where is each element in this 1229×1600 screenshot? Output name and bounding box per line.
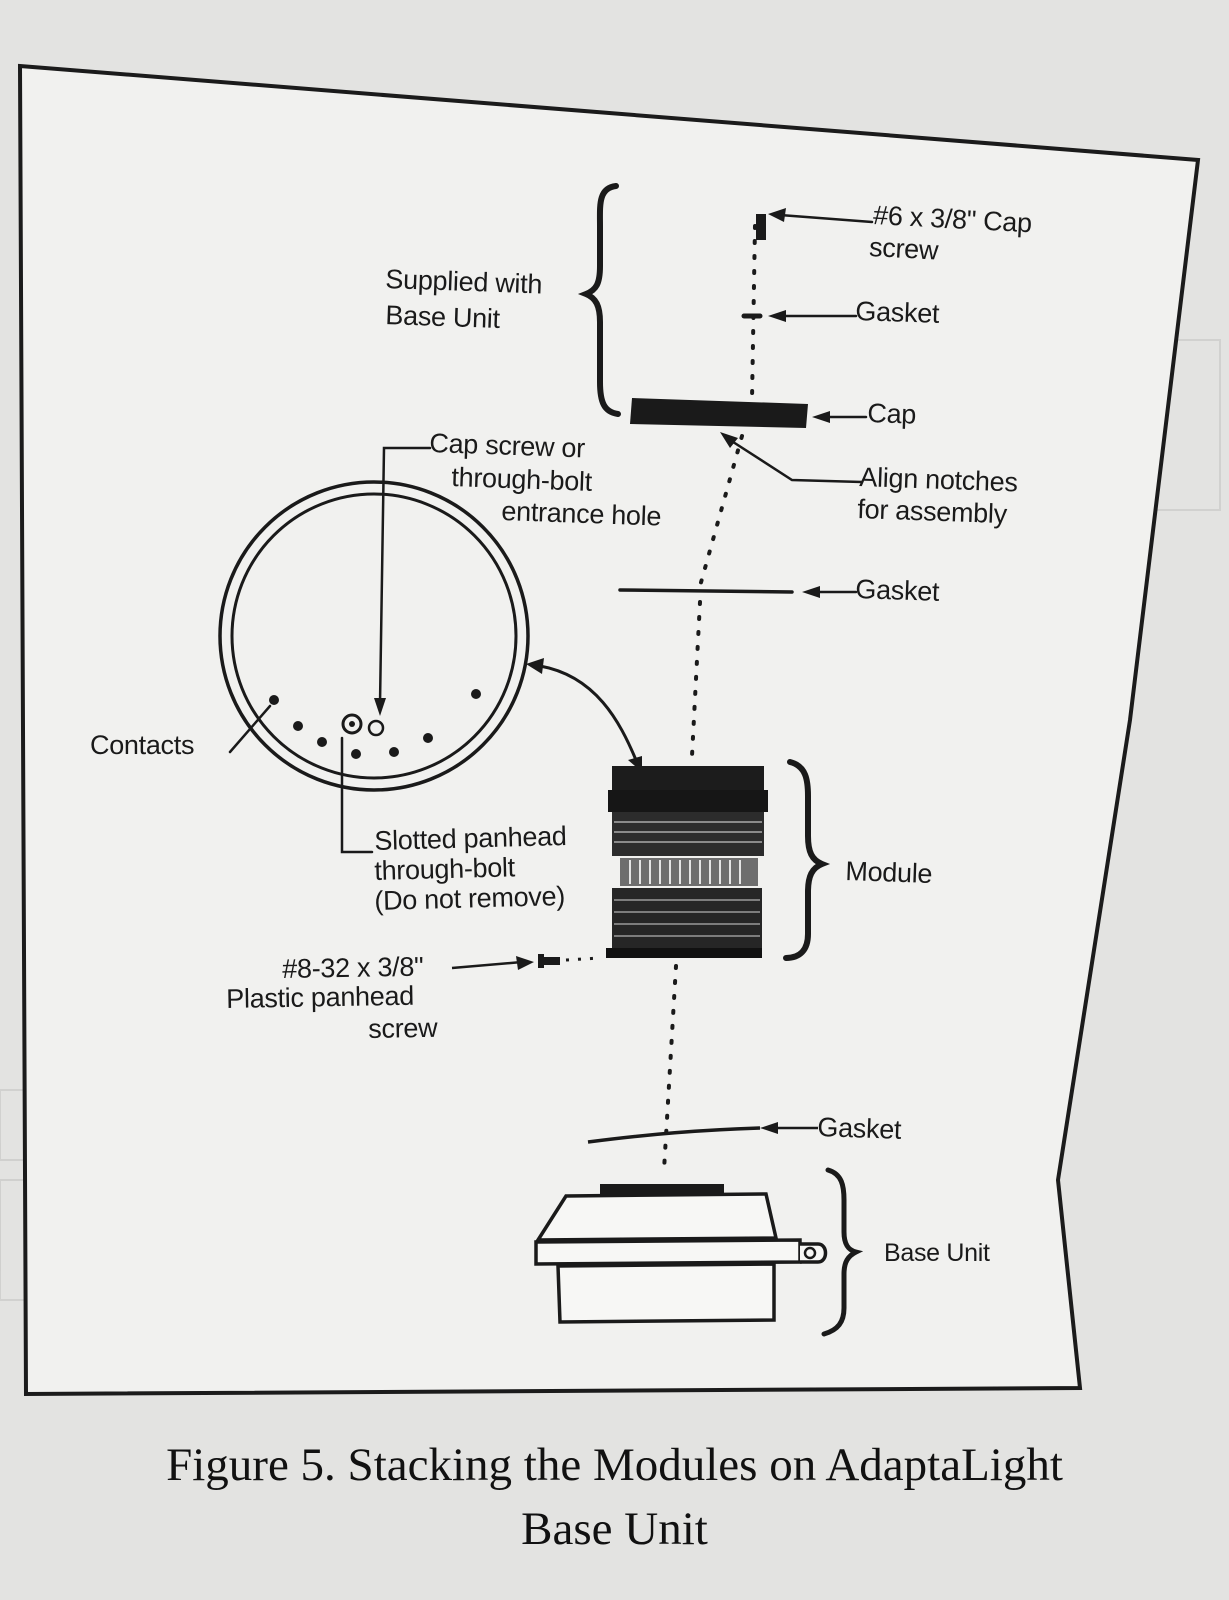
through-bolt-label-line1: Slotted panhead	[374, 820, 567, 856]
gasket-bottom-arrowhead	[760, 1122, 778, 1134]
cap-arrowhead	[812, 411, 830, 423]
diagram-panel-border	[17, 63, 1201, 1397]
cap-screw-arrowhead	[768, 208, 786, 222]
assembly-axis	[662, 224, 757, 1172]
module-label: Module	[844, 856, 933, 890]
plastic-panhead-screw	[451, 954, 601, 970]
plastic-screw-label-line2: Plastic panhead	[226, 980, 415, 1014]
align-notches-label-line1: Align notches	[858, 462, 1019, 498]
contacts-leader	[228, 704, 272, 754]
entrance-hole-label-line3: entrance hole	[500, 496, 662, 532]
gasket-bottom-label: Gasket	[816, 1112, 902, 1145]
cap-screw-label-line2: screw	[868, 232, 939, 266]
supplied-with-label-line1: Supplied with	[384, 264, 543, 300]
contacts-label: Contacts	[90, 730, 195, 760]
gasket-top-label: Gasket	[854, 296, 940, 329]
supplied-with-label-line2: Base Unit	[384, 300, 501, 334]
align-notches-label-line2: for assembly	[856, 494, 1008, 530]
base-unit-label: Base Unit	[884, 1239, 990, 1267]
top-view-to-module-connector	[538, 664, 638, 762]
entrance-hole-label-line2: through-bolt	[450, 462, 593, 497]
base-unit-brace	[821, 1167, 864, 1337]
entrance-hole	[367, 719, 385, 737]
gasket-middle	[618, 588, 794, 594]
supplied-with-brace	[577, 183, 621, 417]
through-bolt-label-line3: (Do not remove)	[374, 881, 566, 916]
figure-caption-line1: Figure 5. Stacking the Modules on Adapta…	[166, 1439, 1063, 1491]
cap-screw	[756, 214, 766, 240]
gasket-middle-label: Gasket	[854, 574, 940, 607]
align-notches-leader	[728, 438, 864, 484]
gasket-middle-arrowhead	[802, 586, 820, 598]
base-unit	[534, 1184, 828, 1324]
entrance-hole-label-line1: Cap screw or	[428, 428, 586, 464]
contacts	[269, 689, 481, 759]
module	[606, 766, 768, 958]
gasket-bottom	[587, 1126, 761, 1144]
gasket-top-arrowhead	[768, 310, 786, 322]
through-bolt-label-line2: through-bolt	[374, 852, 516, 886]
plastic-screw-label-line3: screw	[368, 1012, 438, 1044]
module-top-view-inner	[230, 492, 518, 780]
through-bolt-head	[341, 713, 363, 735]
cap	[630, 398, 808, 428]
figure-caption-line2: Base Unit	[521, 1503, 708, 1555]
cap-screw-leader	[778, 213, 874, 224]
entrance-hole-leader	[378, 446, 432, 706]
entrance-hole-arrowhead	[374, 698, 386, 716]
through-bolt-slot	[349, 721, 355, 727]
module-top-view-outer	[218, 480, 530, 792]
module-brace	[783, 759, 831, 961]
cap-label: Cap	[866, 398, 917, 430]
connector-arrowhead-top	[526, 658, 544, 674]
through-bolt-leader	[340, 736, 374, 854]
align-notches-arrowhead	[720, 432, 738, 448]
